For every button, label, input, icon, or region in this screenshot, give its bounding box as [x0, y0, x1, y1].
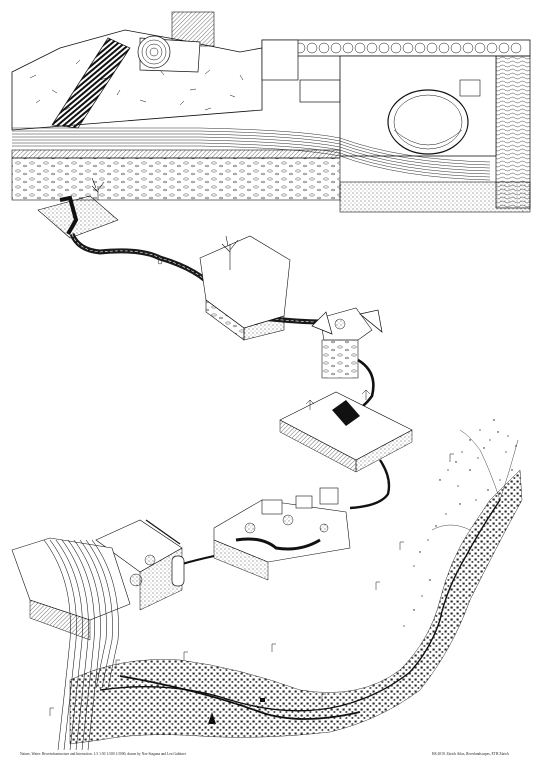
block-buildings: [213, 487, 351, 581]
forest-markers: [49, 453, 454, 716]
caption-credits: Nature, Water: Riverinfrastructure and I…: [20, 752, 186, 756]
city-plan: ▲: [49, 419, 523, 745]
pipe-icon: [171, 555, 185, 587]
culvert-icon: [387, 89, 469, 155]
soil-base: [11, 157, 341, 201]
wooden-ramp: [51, 37, 131, 129]
utility-box: [299, 79, 341, 103]
location-marker: ▲: [256, 704, 260, 709]
caption-course: HS 2019, Zürich Atlas, Riverlandscapes, …: [432, 752, 509, 756]
tree-icon: [91, 177, 105, 200]
landmark-marker: [260, 698, 265, 702]
north-arrow: [208, 712, 216, 724]
paving-rings: [294, 42, 522, 54]
street-slab: [261, 39, 531, 57]
ground-profile: [11, 29, 263, 131]
leaf-litter: [29, 59, 244, 111]
block-rock-pavilion: [311, 307, 383, 379]
tree-icon: [221, 235, 239, 270]
foundation: [339, 181, 531, 213]
tributary-lines: [431, 429, 519, 531]
block-garden: [279, 389, 413, 473]
outlet-box: [459, 79, 481, 97]
log: [137, 35, 201, 73]
river-channel: [181, 555, 215, 565]
block-bridge: [95, 519, 185, 611]
block-riverbank: [157, 235, 291, 341]
main-river: [99, 499, 501, 712]
gravel-base: [11, 149, 341, 159]
tree-icon: [244, 514, 329, 534]
block-railway: [11, 537, 131, 641]
axonometric-sequence: [11, 177, 413, 641]
tree-icon: [129, 554, 156, 587]
section-figure-number: 1: [522, 209, 524, 213]
utility-box: [261, 39, 299, 81]
block-forest-source: [37, 177, 119, 239]
river-channel: [349, 459, 391, 510]
detail-section: 1: [11, 11, 531, 213]
road: [119, 675, 361, 720]
tree-icon: [305, 389, 371, 410]
urban-fabric: [69, 469, 523, 745]
